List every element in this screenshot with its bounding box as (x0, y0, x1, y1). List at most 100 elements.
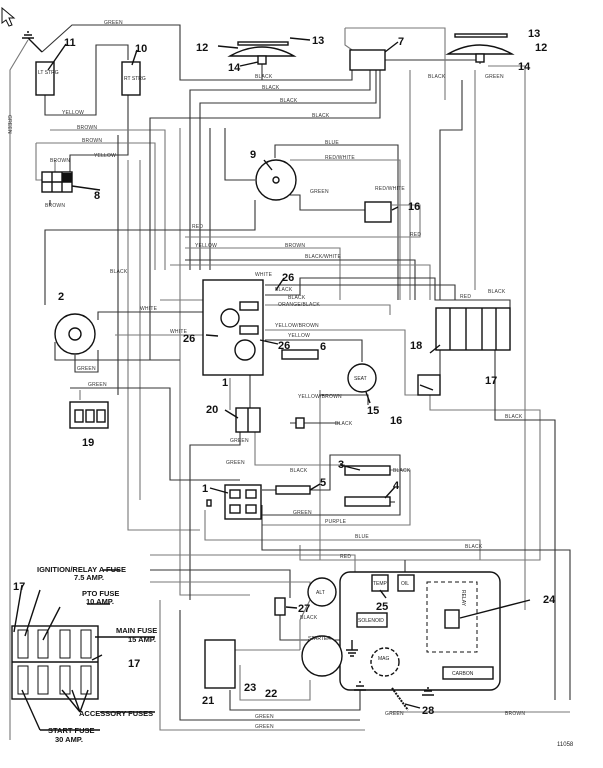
callout-28: 28 (422, 705, 434, 717)
svg-text:MAG: MAG (378, 656, 390, 662)
callout-15: 15 (367, 405, 379, 417)
callout-12: 12 (535, 42, 547, 54)
connector-19 (69, 401, 109, 429)
wire-label: RED/WHITE (375, 186, 405, 192)
callout-12: 12 (196, 42, 208, 54)
wire-label: GREEN (293, 510, 312, 516)
battery (204, 639, 236, 689)
wire-label: GREEN (104, 20, 123, 26)
fuse-labels: IGNITION/RELAY A FUSE 7.5 AMP. PTO FUSE … (37, 565, 157, 744)
starter: STARTER (301, 635, 343, 677)
callout-1: 1 (222, 377, 228, 389)
wire-label: RED (340, 554, 351, 560)
callout-2: 2 (58, 291, 64, 303)
wire-label: ORANGE/BLACK (278, 302, 320, 308)
wire-label: RED/WHITE (325, 155, 355, 161)
wire-label: GREEN (230, 438, 249, 444)
wire-label: GREEN (255, 724, 274, 730)
connector-8 (41, 171, 73, 193)
wire-label: BLUE (325, 140, 339, 146)
wire-label: BROWN (50, 158, 70, 164)
accessory-fuses-label: ACCESSORY FUSES (79, 709, 153, 718)
wire-labels: GREEN GREEN YELLOW BROWN BROWN YELLOW BR… (6, 20, 525, 730)
callout-7: 7 (398, 36, 404, 48)
alternator: ALT (307, 577, 337, 607)
wire-label: RED (410, 232, 421, 238)
wire-label: YELLOW (94, 153, 116, 159)
svg-text:ALT: ALT (316, 590, 325, 596)
wire-label: BLACK (335, 421, 353, 427)
connector-1 (224, 484, 262, 520)
pto-fuse-label: PTO FUSE (82, 589, 119, 598)
wire-label: GREEN (77, 366, 96, 372)
callout-26: 26 (183, 333, 195, 345)
right-headlight (445, 33, 515, 63)
callout-17: 17 (128, 658, 140, 670)
callout-24: 24 (543, 594, 556, 606)
svg-text:CARBON: CARBON (452, 671, 474, 677)
wire-label: BLUE (355, 534, 369, 540)
callout-16: 16 (408, 201, 420, 213)
wire-label: BLACK (300, 615, 318, 621)
main-fuse-amp: 15 AMP. (128, 635, 156, 644)
wire-label: PURPLE (325, 519, 347, 525)
wire-label: BLACK (110, 269, 128, 275)
wire-label: BLACK (255, 74, 273, 80)
seat-switch: SEAT (347, 363, 377, 393)
callout-9: 9 (250, 149, 256, 161)
wire-label: BROWN (285, 243, 305, 249)
callout-26: 26 (278, 340, 290, 352)
callout-17: 17 (485, 375, 497, 387)
callout-23: 23 (244, 682, 256, 694)
callout-14: 14 (228, 62, 241, 74)
callout-26: 26 (282, 272, 294, 284)
callout-19: 19 (82, 437, 94, 449)
figure-number: 11058 (557, 742, 574, 748)
ground-icon (354, 681, 366, 691)
wire-label: RED (192, 224, 203, 230)
callout-20: 20 (206, 404, 218, 416)
wire-label: WHITE (170, 329, 188, 335)
wire-label: YELLOW (62, 110, 84, 116)
wire-label: WHITE (255, 272, 273, 278)
fuse-block (11, 625, 99, 700)
wire-label: BLACK (290, 468, 308, 474)
wire-label: YELLOW (195, 243, 217, 249)
start-fuse-label: START FUSE (48, 726, 95, 735)
svg-text:OIL: OIL (401, 581, 409, 587)
callout-1: 1 (202, 483, 208, 495)
wire-label: YELLOW (288, 333, 310, 339)
wire-label: YELLOW/BROWN (298, 394, 342, 400)
fuse-27 (274, 597, 286, 616)
callout-14: 14 (518, 61, 531, 73)
callout-21: 21 (202, 695, 214, 707)
ignition-relay-fuse-label: IGNITION/RELAY A FUSE (37, 565, 126, 574)
wire-label: WHITE (140, 306, 158, 312)
wire-label: BLACK/WHITE (305, 254, 342, 260)
callout-8: 8 (94, 190, 100, 202)
main-fuse-label: MAIN FUSE (116, 626, 157, 635)
plug (295, 417, 305, 429)
ground-icon (346, 640, 358, 657)
wires (9, 24, 571, 740)
callout-13: 13 (312, 35, 324, 47)
wire-label: BLACK (465, 544, 483, 550)
wire-label: GREEN (226, 460, 245, 466)
light-switch (349, 49, 386, 71)
terminal (206, 499, 212, 507)
relay-fuse-block (435, 307, 511, 351)
svg-text:STARTER: STARTER (308, 636, 331, 642)
ground-strap (391, 687, 409, 711)
wire-label: BLACK (505, 414, 523, 420)
wire-label: BROWN (505, 711, 525, 717)
wire-label: BROWN (77, 125, 97, 131)
left-headlight (227, 41, 297, 65)
wire-label: GREEN (88, 382, 107, 388)
svg-text:TEMP: TEMP (373, 581, 388, 587)
callout-4: 4 (393, 480, 400, 492)
engine-outline: TEMP OIL SOLENOID RELAY CARBON MAG (339, 571, 501, 691)
wire-label: GREEN (310, 189, 329, 195)
right-steering-switch: RT STRG (121, 61, 146, 96)
wire-label: BLACK (288, 295, 306, 301)
start-fuse-amp: 30 AMP. (55, 735, 83, 744)
